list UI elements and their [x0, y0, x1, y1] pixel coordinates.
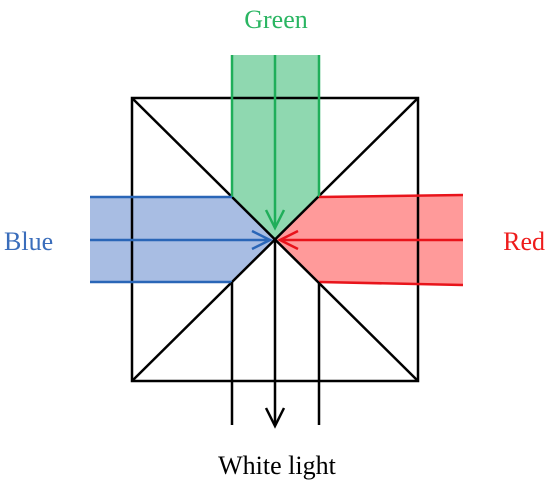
green-beam-lines	[230, 55, 321, 231]
white-light-label: White light	[218, 451, 336, 480]
red-arrowhead	[277, 229, 299, 251]
red-beam-edge-bottom	[318, 280, 464, 287]
red-label: Red	[503, 227, 545, 256]
white-light-arrowhead	[264, 407, 286, 429]
green-label: Green	[244, 5, 308, 34]
blue-beam-lines	[90, 195, 273, 284]
red-beam-lines	[277, 193, 464, 287]
blue-arrowhead	[251, 229, 273, 251]
white-light-lines	[230, 240, 321, 429]
green-arrowhead	[264, 209, 286, 231]
blue-label: Blue	[4, 227, 53, 256]
prism-diagonal-2	[131, 97, 419, 382]
red-beam-edge-top	[318, 193, 464, 199]
